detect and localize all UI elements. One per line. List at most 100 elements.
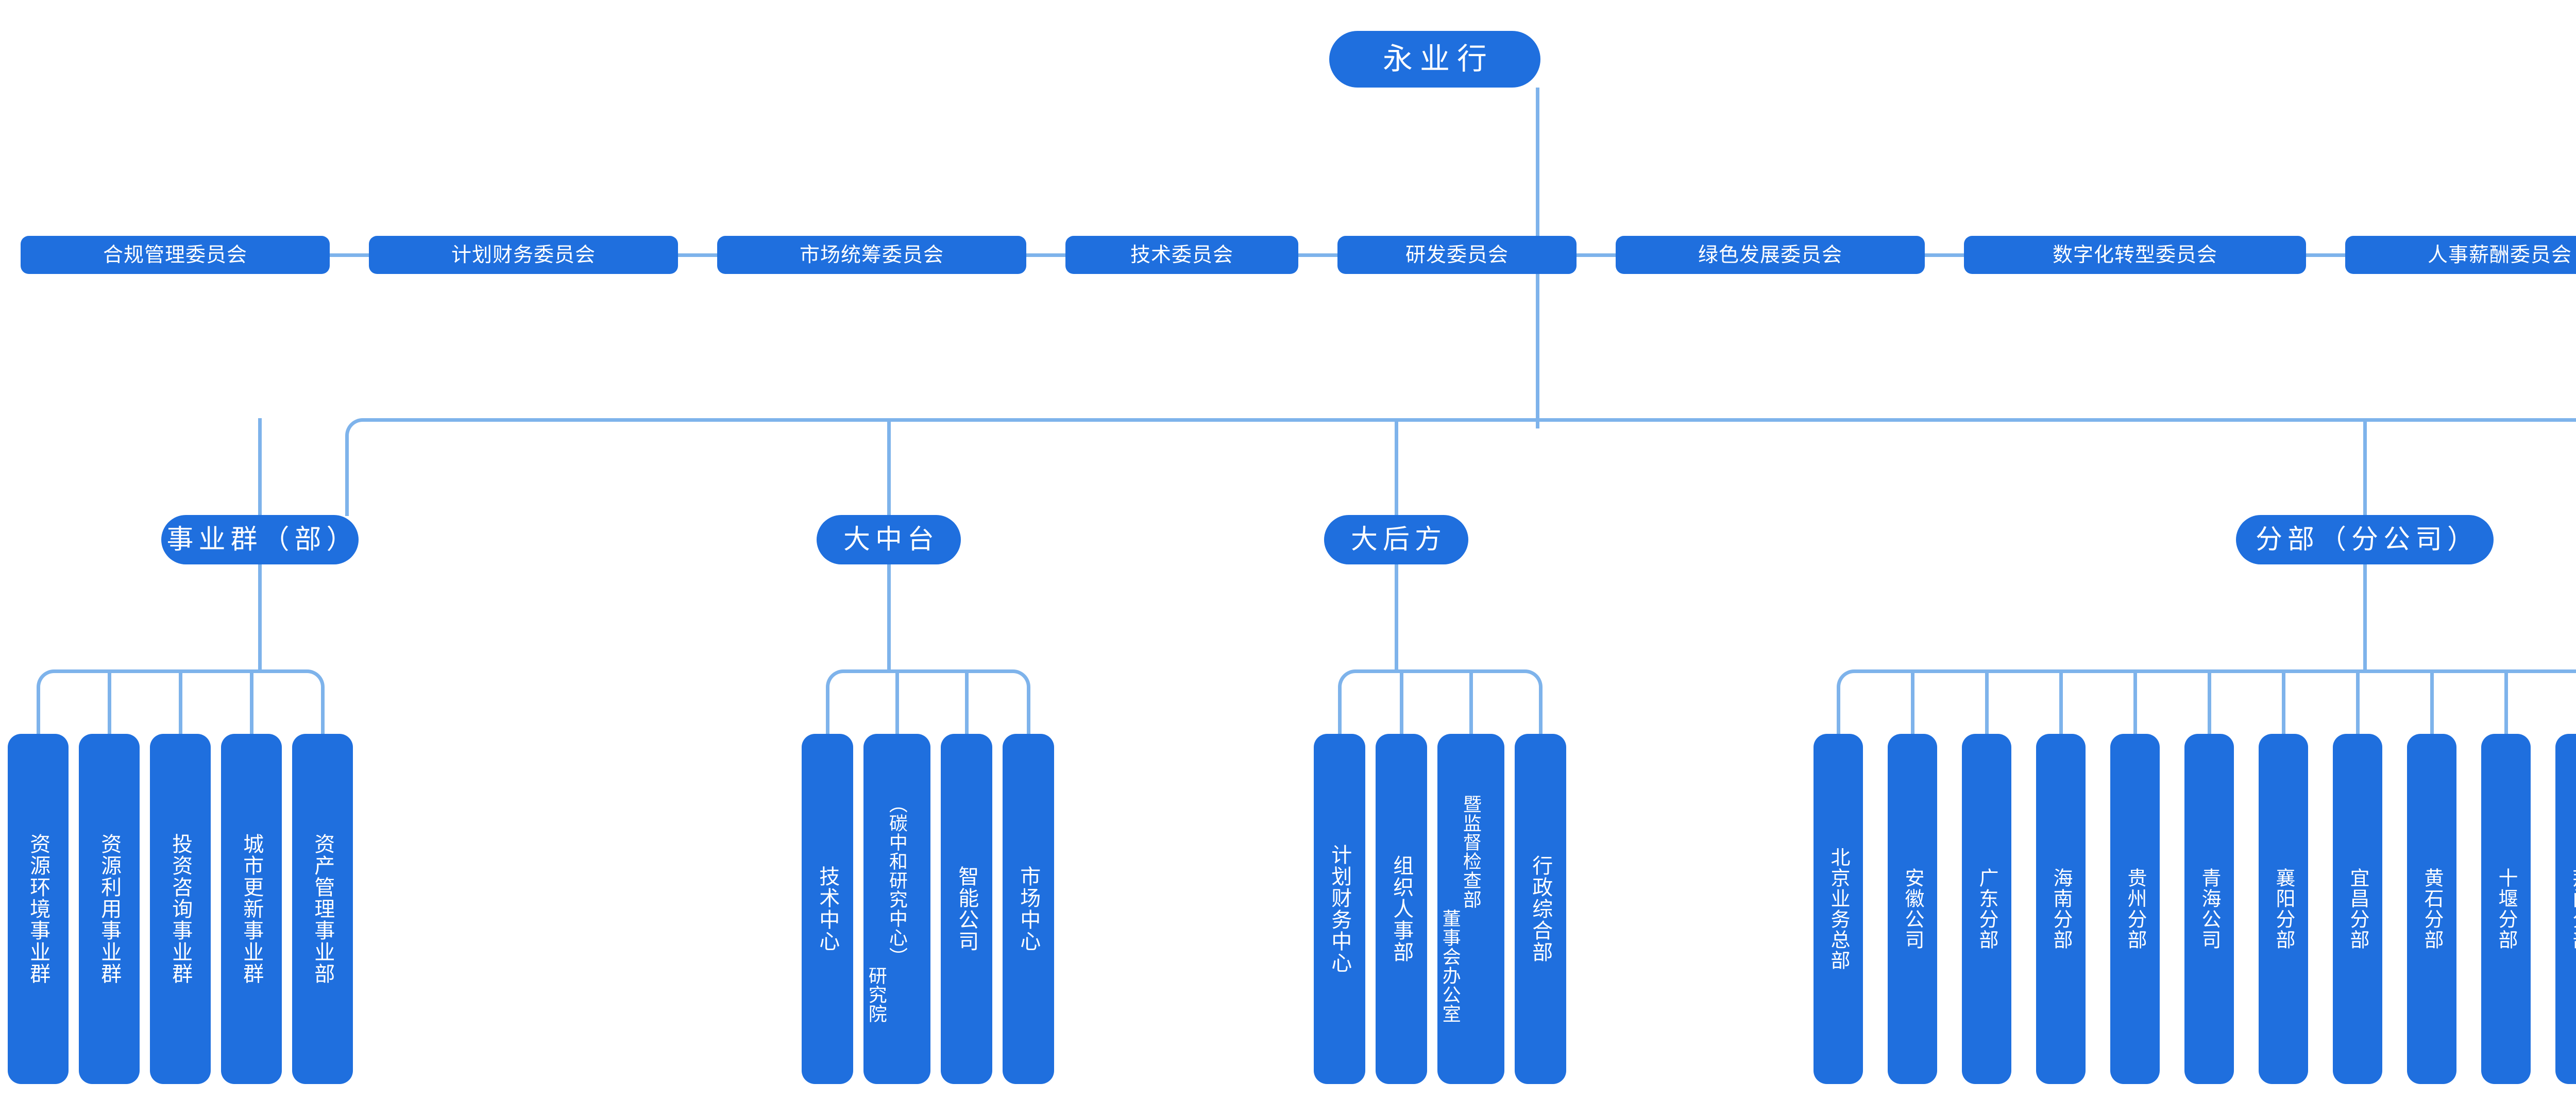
leaf-label: 计划财务中心 [1328, 844, 1351, 974]
connector-committee-link-1 [330, 253, 369, 257]
leaf-label: 十堰分部 [2495, 868, 2517, 950]
leaf-label: 投资咨询事业群 [169, 833, 192, 985]
leaf-label-col-primary: （碳中和研究中心） [886, 795, 908, 966]
leaf-label: 广东分部 [1976, 868, 1998, 950]
leaf-node-4-5[interactable]: 贵州分部 [2110, 734, 2160, 1084]
connector-bus-level2 [345, 418, 2576, 516]
leaf-label: 智能公司 [955, 866, 978, 952]
leaf-node-3-4[interactable]: 行政综合部 [1515, 734, 1566, 1084]
connector-root-drop [1536, 88, 1539, 236]
leaf-node-1-4[interactable]: 城市更新事业群 [221, 734, 282, 1084]
committee-node-4[interactable]: 技术委员会 [1065, 236, 1298, 274]
connector-leaf-stub-4-10 [2504, 669, 2508, 734]
connector-leaf-bus-2 [825, 669, 1030, 734]
leaf-node-1-3[interactable]: 投资咨询事业群 [150, 734, 211, 1084]
leaf-label: 荆门分部 [2569, 868, 2576, 950]
committee-node-3[interactable]: 市场统筹委员会 [717, 236, 1026, 274]
committee-node-8[interactable]: 人事薪酬委员会 [2345, 236, 2576, 274]
connector-group-drop-3 [1394, 418, 1398, 515]
connector-leaf-bus-3 [1337, 669, 1543, 734]
leaf-label-col-secondary: 研究院 [866, 966, 887, 1023]
connector-leaf-stub-4-3 [1985, 669, 1989, 734]
leaf-node-3-2[interactable]: 组织人事部 [1376, 734, 1427, 1084]
connector-group-drop-4 [2363, 418, 2367, 515]
connector-leaf-stub-4-4 [2059, 669, 2063, 734]
connector-leaf-stub-2-2 [895, 669, 899, 734]
leaf-node-4-9[interactable]: 黄石分部 [2407, 734, 2456, 1084]
leaf-node-4-11[interactable]: 荆门分部 [2555, 734, 2576, 1084]
connector-leaf-stub-3-3 [1469, 669, 1473, 734]
committee-node-5[interactable]: 研发委员会 [1337, 236, 1577, 274]
leaf-node-3-3[interactable]: 暨监督检查部董事会办公室 [1437, 734, 1504, 1084]
leaf-label-col-primary: 暨监督检查部 [1460, 795, 1482, 909]
leaf-node-2-3[interactable]: 智能公司 [941, 734, 992, 1084]
leaf-label: 资源利用事业群 [98, 833, 121, 985]
connector-leaf-stub-3-2 [1399, 669, 1403, 734]
connector-group-drop-1 [258, 418, 262, 515]
connector-committee-link-7 [2306, 253, 2345, 257]
leaf-label: 组织人事部 [1390, 855, 1413, 963]
leaf-label: 宜昌分部 [2347, 868, 2369, 950]
connector-leaf-stub-4-7 [2281, 669, 2285, 734]
leaf-node-1-1[interactable]: 资源环境事业群 [8, 734, 69, 1084]
committee-node-1[interactable]: 合规管理委员会 [21, 236, 330, 274]
connector-leaf-stub-1-3 [178, 669, 182, 734]
leaf-node-2-2[interactable]: （碳中和研究中心）研究院 [863, 734, 930, 1084]
root-node-yongyehang[interactable]: 永业行 [1329, 31, 1540, 88]
leaf-label: 安徽公司 [1902, 868, 1924, 950]
connector-leaf-bus-4 [1836, 669, 2576, 734]
connector-committee-link-3 [1026, 253, 1065, 257]
leaf-label: 黄石分部 [2421, 868, 2443, 950]
leaf-label: 市场中心 [1017, 866, 1040, 952]
group-header-3[interactable]: 大后方 [1324, 515, 1468, 564]
leaf-node-4-6[interactable]: 青海公司 [2184, 734, 2234, 1084]
leaf-label: 青海公司 [2198, 868, 2221, 950]
leaf-node-4-8[interactable]: 宜昌分部 [2333, 734, 2382, 1084]
leaf-node-4-2[interactable]: 安徽公司 [1888, 734, 1937, 1084]
leaf-label: 城市更新事业群 [240, 833, 263, 985]
committee-node-7[interactable]: 数字化转型委员会 [1964, 236, 2306, 274]
connector-committee-link-2 [678, 253, 717, 257]
connector-committee-link-6 [1925, 253, 1964, 257]
connector-group-stem-1 [258, 564, 262, 672]
leaf-node-3-1[interactable]: 计划财务中心 [1314, 734, 1365, 1084]
connector-root-to-groups [1536, 274, 1539, 428]
leaf-label: 资源环境事业群 [27, 833, 50, 985]
leaf-label: 资产管理事业部 [311, 833, 334, 985]
committee-node-6[interactable]: 绿色发展委员会 [1616, 236, 1925, 274]
committee-node-2[interactable]: 计划财务委员会 [369, 236, 678, 274]
leaf-node-1-2[interactable]: 资源利用事业群 [79, 734, 140, 1084]
connector-committee-link-4 [1298, 253, 1337, 257]
connector-leaf-stub-1-2 [107, 669, 111, 734]
connector-leaf-stub-4-5 [2133, 669, 2137, 734]
connector-leaf-stub-4-9 [2430, 669, 2434, 734]
leaf-node-4-4[interactable]: 海南分部 [2036, 734, 2086, 1084]
leaf-node-2-1[interactable]: 技术中心 [802, 734, 853, 1084]
leaf-node-4-7[interactable]: 襄阳分部 [2259, 734, 2308, 1084]
leaf-label: 襄阳分部 [2273, 868, 2295, 950]
leaf-label: 北京业务总部 [1827, 847, 1850, 971]
connector-group-stem-2 [887, 564, 891, 672]
group-header-1[interactable]: 事业群（部） [161, 515, 359, 564]
connector-group-stem-4 [2363, 564, 2367, 672]
connector-committee-link-5 [1577, 253, 1616, 257]
leaf-label: 行政综合部 [1529, 855, 1552, 963]
leaf-node-4-3[interactable]: 广东分部 [1962, 734, 2011, 1084]
connector-group-drop-2 [887, 418, 891, 515]
connector-leaf-stub-4-2 [1910, 669, 1914, 734]
leaf-node-4-1[interactable]: 北京业务总部 [1814, 734, 1863, 1084]
leaf-node-1-5[interactable]: 资产管理事业部 [292, 734, 353, 1084]
connector-group-stem-3 [1394, 564, 1398, 672]
leaf-label: 贵州分部 [2124, 868, 2146, 950]
connector-leaf-stub-2-3 [964, 669, 969, 734]
connector-leaf-stub-1-4 [249, 669, 253, 734]
connector-leaf-stub-4-8 [2355, 669, 2360, 734]
leaf-label-col-secondary: 董事会办公室 [1439, 909, 1461, 1023]
connector-leaf-stub-4-6 [2207, 669, 2211, 734]
leaf-node-4-10[interactable]: 十堰分部 [2481, 734, 2531, 1084]
leaf-label: 海南分部 [2050, 868, 2072, 950]
group-header-2[interactable]: 大中台 [817, 515, 961, 564]
group-header-4[interactable]: 分部（分公司） [2236, 515, 2494, 564]
leaf-node-2-4[interactable]: 市场中心 [1003, 734, 1054, 1084]
